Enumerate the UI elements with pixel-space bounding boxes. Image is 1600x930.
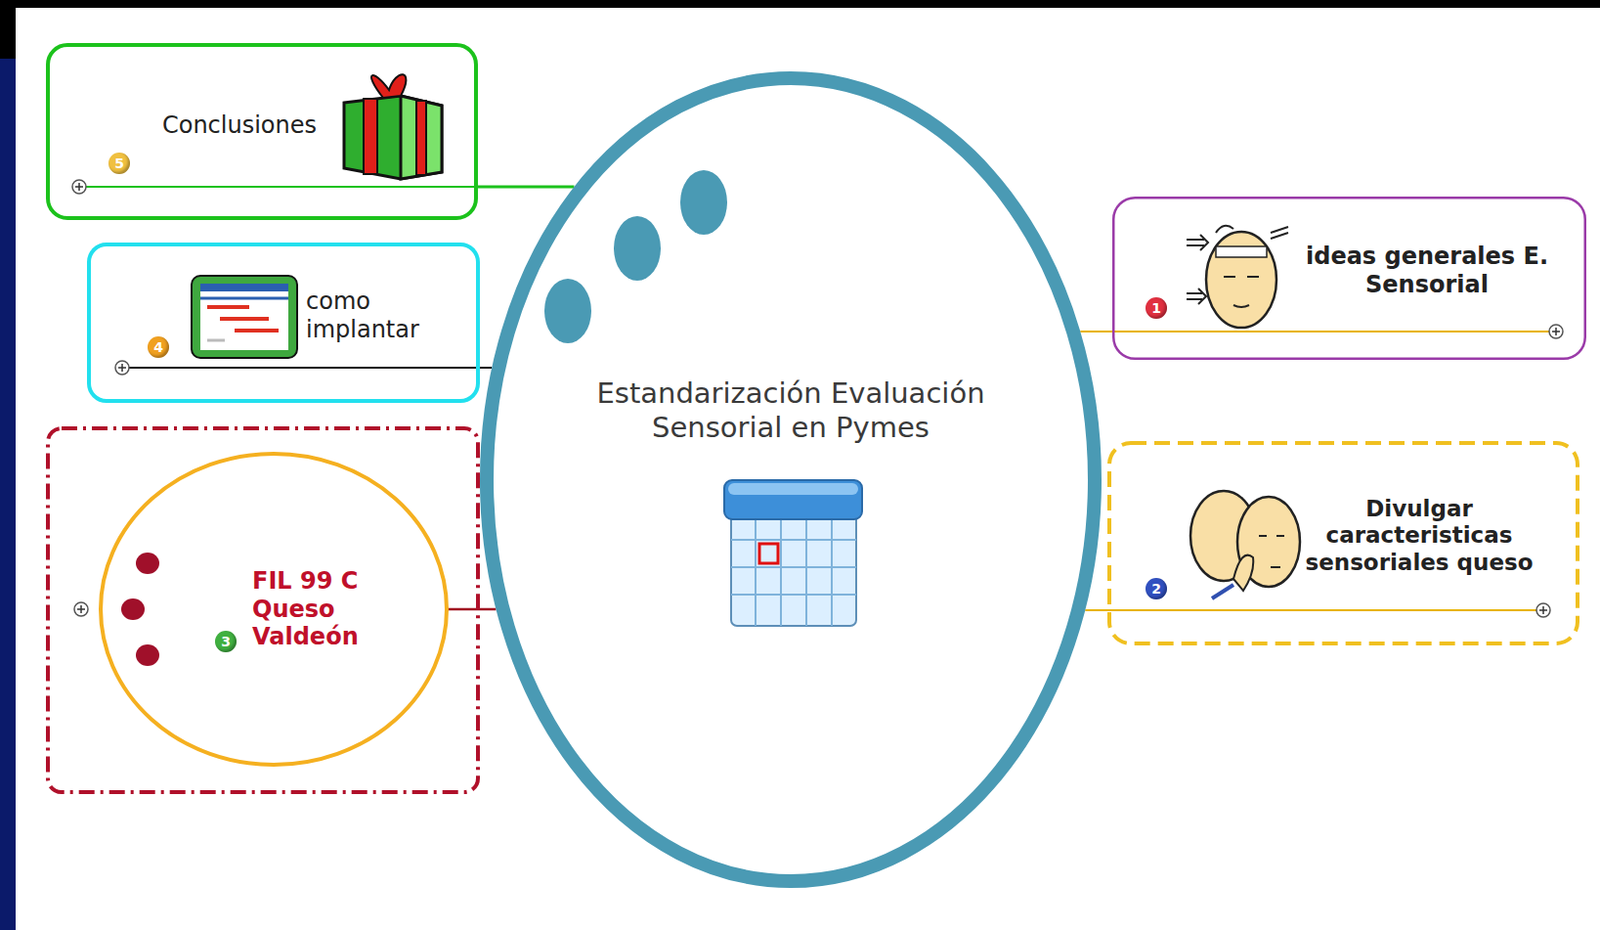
node-text: Divulgar caracteristicas sensoriales que… xyxy=(1295,495,1545,577)
expand-marker xyxy=(1539,605,1548,614)
dot xyxy=(135,552,160,574)
box-outline xyxy=(47,44,476,218)
node-text: Conclusiones xyxy=(162,111,317,140)
connector xyxy=(479,607,496,611)
node-outline xyxy=(1112,196,1587,360)
node-outline xyxy=(479,71,1102,888)
dot xyxy=(544,278,592,344)
connector xyxy=(1080,330,1113,333)
expand-marker xyxy=(1536,603,1551,617)
connector xyxy=(1084,608,1108,611)
node-outline xyxy=(86,242,480,403)
dot xyxy=(135,644,160,666)
branch-line xyxy=(79,185,478,188)
dot xyxy=(680,170,728,235)
dot xyxy=(613,216,661,281)
branch-line xyxy=(122,366,480,369)
expand-marker xyxy=(1549,324,1563,339)
node-text: Estandarización Evaluación Sensorial en … xyxy=(580,376,1001,445)
calendar-icon xyxy=(724,479,863,626)
dot xyxy=(121,598,145,620)
callout-number: 3 xyxy=(215,630,237,652)
branch-line xyxy=(446,607,480,611)
ellipse-outline xyxy=(486,78,1095,881)
connector xyxy=(477,185,574,189)
head-icon xyxy=(1186,225,1289,328)
topic-box: como implantar xyxy=(86,242,480,403)
gift-icon xyxy=(344,74,442,179)
box-outline xyxy=(47,428,478,792)
box-outline xyxy=(1109,442,1578,644)
expand-marker xyxy=(118,363,127,372)
expand-marker xyxy=(74,602,88,616)
callout-number: 2 xyxy=(1145,577,1168,600)
callout-number: 5 xyxy=(108,152,130,174)
topic-box: FIL 99 C Queso Valdeón xyxy=(45,426,480,794)
node-text: como implantar xyxy=(305,287,463,345)
expand-marker xyxy=(115,360,130,375)
topic-box: ideas generales E. Sensorial xyxy=(1112,196,1587,360)
box-outline xyxy=(1113,197,1586,359)
inner-ellipse xyxy=(100,453,447,765)
expand-marker xyxy=(72,179,87,194)
side-stripe xyxy=(0,58,16,930)
panel xyxy=(15,7,1600,930)
node-text: FIL 99 C Queso Valdeón xyxy=(252,566,409,651)
callout-number: 4 xyxy=(147,336,170,358)
expand-marker xyxy=(77,605,86,613)
gantt-icon xyxy=(191,275,298,358)
topic-box: Divulgar caracteristicas sensoriales que… xyxy=(1107,440,1580,646)
connector xyxy=(479,366,492,369)
heads-icon xyxy=(1190,490,1300,599)
topic-box: Conclusiones xyxy=(45,43,478,220)
expand-marker xyxy=(75,182,84,191)
central-ellipse: Estandarización Evaluación Sensorial en … xyxy=(479,71,1102,888)
node-text: ideas generales E. Sensorial xyxy=(1295,242,1559,300)
expand-marker xyxy=(1552,327,1560,336)
branch-line xyxy=(1107,608,1544,611)
box-outline xyxy=(88,244,478,401)
callout-number: 1 xyxy=(1145,297,1168,319)
branch-line xyxy=(1112,330,1557,333)
